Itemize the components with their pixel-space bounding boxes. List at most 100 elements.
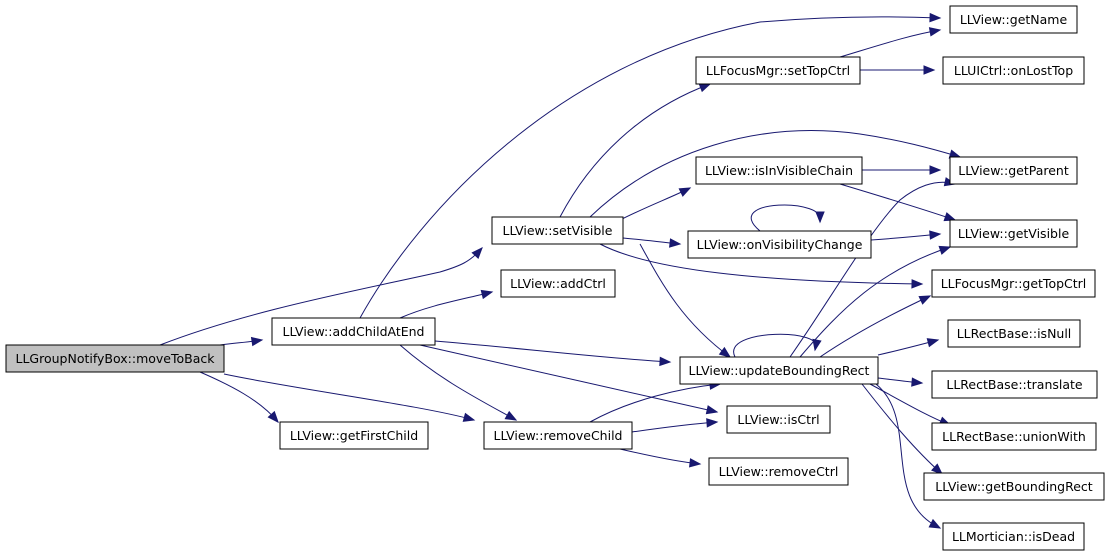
arrow-head-icon xyxy=(669,238,682,248)
arrow-head-icon xyxy=(926,338,940,348)
edge-isInVisibleChain-to-getParent xyxy=(862,165,942,175)
node-updateBoundingRect[interactable]: LLView::updateBoundingRect xyxy=(679,356,879,385)
node-box[interactable] xyxy=(942,522,1085,551)
edge-layer xyxy=(159,12,962,529)
node-box[interactable] xyxy=(5,344,225,373)
arrow-head-icon xyxy=(943,212,957,222)
node-box[interactable] xyxy=(931,422,1097,451)
node-box[interactable] xyxy=(500,269,616,298)
edge-setVisible-to-updateBoundingRect xyxy=(639,243,732,358)
edge-line xyxy=(733,333,817,358)
node-onLostTop[interactable]: LLUICtrl::onLostTop xyxy=(942,56,1085,85)
edge-line xyxy=(199,371,279,423)
node-label: LLView::removeCtrl xyxy=(719,464,839,479)
node-onVisibilityChange[interactable]: LLView::onVisibilityChange xyxy=(687,230,872,259)
node-isCtrl[interactable]: LLView::isCtrl xyxy=(726,405,831,434)
node-box[interactable] xyxy=(949,219,1078,248)
node-translate[interactable]: LLRectBase::translate xyxy=(931,370,1098,399)
edge-line xyxy=(589,383,721,423)
node-getFirstChild[interactable]: LLView::getFirstChild xyxy=(279,421,429,450)
node-setTopCtrl[interactable]: LLFocusMgr::setTopCtrl xyxy=(695,56,861,85)
node-label: LLUICtrl::onLostTop xyxy=(954,63,1073,78)
arrow-head-icon xyxy=(929,165,942,175)
node-addCtrl[interactable]: LLView::addCtrl xyxy=(500,269,616,298)
arrow-head-icon xyxy=(705,405,719,415)
node-box[interactable] xyxy=(949,5,1078,34)
node-box[interactable] xyxy=(279,421,429,450)
edge-line xyxy=(359,16,941,319)
edge-setVisible-to-getTopCtrl xyxy=(599,243,924,289)
node-moveToBack[interactable]: LLGroupNotifyBox::moveToBack xyxy=(5,344,225,373)
node-getVisible[interactable]: LLView::getVisible xyxy=(949,219,1078,248)
node-setVisible[interactable]: LLView::setVisible xyxy=(491,216,624,245)
node-box[interactable] xyxy=(726,405,831,434)
edge-updateBoundingRect-to-getVisible xyxy=(799,245,952,358)
edge-updateBoundingRect-to-isNull xyxy=(877,338,940,356)
node-getBoundingRect[interactable]: LLView::getBoundingRect xyxy=(923,472,1105,501)
edge-moveToBack-to-setVisible xyxy=(159,247,483,346)
node-box[interactable] xyxy=(947,319,1081,348)
node-box[interactable] xyxy=(491,216,624,245)
node-removeCtrl[interactable]: LLView::removeCtrl xyxy=(708,457,849,486)
edge-addChildAtEnd-to-updateBoundingRect xyxy=(434,340,672,367)
edge-line xyxy=(799,246,951,358)
edge-removeChild-to-removeCtrl xyxy=(619,448,702,468)
edge-line xyxy=(639,243,731,358)
arrow-head-icon xyxy=(267,410,279,424)
edge-updateBoundingRect-to-translate xyxy=(877,377,924,387)
edge-line xyxy=(159,247,483,346)
node-label: LLView::getFirstChild xyxy=(290,428,418,443)
node-box[interactable] xyxy=(687,230,872,259)
node-addChildAtEnd[interactable]: LLView::addChildAtEnd xyxy=(271,317,436,346)
node-box[interactable] xyxy=(679,356,879,385)
node-box[interactable] xyxy=(271,317,436,346)
node-label: LLFocusMgr::setTopCtrl xyxy=(706,63,850,78)
edge-line xyxy=(750,204,821,232)
node-box[interactable] xyxy=(483,421,633,450)
node-label: LLView::removeChild xyxy=(494,428,623,443)
arrow-head-icon xyxy=(929,12,942,23)
arrow-head-icon xyxy=(938,245,952,255)
arrow-head-icon xyxy=(689,458,702,468)
edge-updateBoundingRect-to-getParent xyxy=(789,177,957,358)
node-getParent[interactable]: LLView::getParent xyxy=(949,156,1078,185)
node-label: LLView::getBoundingRect xyxy=(935,479,1093,494)
node-box[interactable] xyxy=(708,457,849,486)
node-label: LLRectBase::isNull xyxy=(957,326,1072,341)
node-removeChild[interactable]: LLView::removeChild xyxy=(483,421,633,450)
node-box[interactable] xyxy=(695,156,863,185)
edge-addChildAtEnd-to-getName xyxy=(359,12,942,319)
edge-line xyxy=(419,344,718,413)
edge-updateBoundingRect-to-isDead xyxy=(875,383,942,529)
edge-removeChild-to-updateBoundingRect xyxy=(589,380,722,423)
node-box[interactable] xyxy=(931,269,1096,298)
node-box[interactable] xyxy=(931,370,1098,399)
node-label: LLView::isCtrl xyxy=(737,412,819,427)
node-label: LLGroupNotifyBox::moveToBack xyxy=(15,351,215,366)
edge-setVisible-to-onVisibilityChange xyxy=(622,237,682,248)
node-unionWith[interactable]: LLRectBase::unionWith xyxy=(931,422,1097,451)
edge-setVisible-to-isInVisibleChain xyxy=(619,187,692,221)
node-box[interactable] xyxy=(942,56,1085,85)
node-layer: LLGroupNotifyBox::moveToBack LLView::addC… xyxy=(5,5,1105,551)
node-box[interactable] xyxy=(949,156,1078,185)
edge-line xyxy=(875,383,941,529)
node-label: LLView::getName xyxy=(960,12,1068,27)
edge-addChildAtEnd-to-addCtrl xyxy=(399,289,494,319)
node-getTopCtrl[interactable]: LLFocusMgr::getTopCtrl xyxy=(931,269,1096,298)
node-box[interactable] xyxy=(695,56,861,85)
node-isNull[interactable]: LLRectBase::isNull xyxy=(947,319,1081,348)
node-box[interactable] xyxy=(923,472,1105,501)
arrow-head-icon xyxy=(471,247,483,259)
node-isInVisibleChain[interactable]: LLView::isInVisibleChain xyxy=(695,156,863,185)
edge-line xyxy=(861,383,943,475)
node-isDead[interactable]: LLMortician::isDead xyxy=(942,522,1085,551)
node-label: LLView::setVisible xyxy=(503,223,613,238)
node-getName[interactable]: LLView::getName xyxy=(949,5,1078,34)
edge-line xyxy=(819,295,931,358)
node-label: LLFocusMgr::getTopCtrl xyxy=(941,276,1087,291)
node-label: LLView::updateBoundingRect xyxy=(689,363,870,378)
arrow-head-icon xyxy=(250,336,264,347)
arrow-head-icon xyxy=(918,295,932,305)
